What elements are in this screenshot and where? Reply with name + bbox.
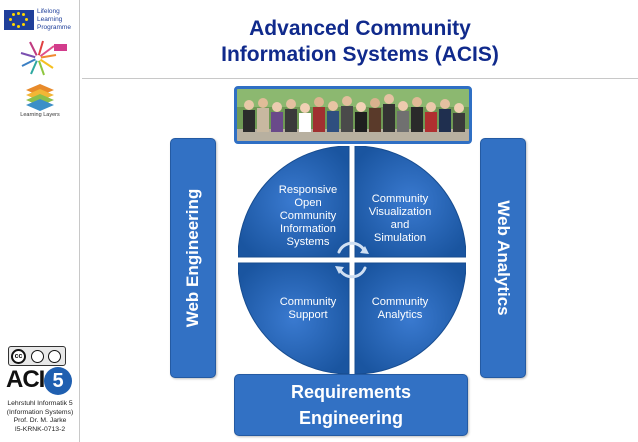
quadrant-label-responsive-open-systems: Responsive Open Community Information Sy… <box>268 184 348 249</box>
quadrant-top-right <box>354 146 466 258</box>
eu-flag-icon <box>4 10 34 30</box>
slide-title: Advanced Community Information Systems (… <box>82 16 638 68</box>
quadrant-label-line: Information <box>280 223 336 235</box>
quadrant-label-line: Visualization <box>368 206 432 218</box>
requirements-engineering-label: Requirements Engineering <box>235 379 467 431</box>
team-photo <box>234 86 472 144</box>
quadrant-label-line: and <box>390 219 410 231</box>
chair-info: Lehrstuhl Informatik 5 (Information Syst… <box>2 400 78 434</box>
quadrant-label-line: Simulation <box>373 232 427 244</box>
quadrant-label-line: Community <box>279 296 337 308</box>
share-alike-icon <box>48 350 61 363</box>
title-divider <box>82 78 638 79</box>
quadrant-label-line: Community <box>279 210 337 222</box>
acis-logo-circle: 5 <box>44 367 72 395</box>
role-logo-icon <box>20 40 67 76</box>
chair-line: Prof. Dr. M. Jarke <box>13 417 67 424</box>
web-analytics-label: Web Analytics <box>494 200 513 316</box>
lifelong-learning-programme-logo: Lifelong Learning Programme <box>4 8 76 34</box>
sidebar: Lifelong Learning Programme Learning Lay… <box>0 0 80 442</box>
quadrant-label-line: Support <box>288 309 328 321</box>
quadrant-bottom-left <box>238 262 350 374</box>
creative-commons-license-badge[interactable]: cc <box>8 346 66 366</box>
web-engineering-label: Web Engineering <box>183 188 202 328</box>
requirements-engineering-pillar: Requirements Engineering <box>234 374 468 436</box>
quadrant-top-left <box>238 146 350 258</box>
web-engineering-pillar: Web Engineering <box>170 138 216 378</box>
chair-line: (Information Systems) <box>6 408 74 416</box>
quadrant-label-line: Community <box>371 296 429 308</box>
quadrant-bottom-right <box>354 262 466 374</box>
chair-line: I5-KRNK-0713-2 <box>14 425 66 433</box>
cc-icon: cc <box>11 349 26 364</box>
chair-line: Lehrstuhl Informatik 5 <box>7 400 73 407</box>
quadrant-label-line: Responsive <box>278 184 338 196</box>
quadrant-label-visualization-simulation: Community Visualization and Simulation <box>358 193 442 245</box>
requirements-engineering-line: Requirements <box>290 382 412 402</box>
acis-logo: ACI 5 <box>4 366 76 396</box>
quadrant-label-community-analytics: Community Analytics <box>358 296 442 322</box>
eu-text-line: Lifelong <box>37 8 60 15</box>
learning-layers-logo: Learning Layers <box>4 82 76 120</box>
eu-text-line: Programme <box>37 24 71 31</box>
acis-research-cycle: Responsive Open Community Information Sy… <box>238 146 466 374</box>
learning-layers-label: Learning Layers <box>20 112 60 118</box>
quadrant-label-line: Community <box>371 193 429 205</box>
eu-programme-text: Lifelong Learning Programme <box>37 8 77 32</box>
quadrant-label-community-support: Community Support <box>268 296 348 322</box>
quadrant-label-line: Systems <box>286 236 330 248</box>
by-attribution-icon <box>31 350 44 363</box>
web-analytics-pillar: Web Analytics <box>480 138 526 378</box>
eu-text-line: Learning <box>37 16 63 23</box>
acis-logo-text: ACI <box>6 366 45 393</box>
quadrant-label-line: Open <box>294 197 322 209</box>
cycle-arrowhead <box>360 246 369 254</box>
quadrant-label-line: Analytics <box>377 309 423 321</box>
cycle-quadrants <box>238 146 466 374</box>
requirements-engineering-line: Engineering <box>298 408 403 428</box>
team-photo-image <box>237 89 469 141</box>
learning-layers-icon <box>26 84 54 111</box>
cycle-arrowhead <box>335 266 344 274</box>
slide-title-line: Information Systems (ACIS) <box>221 43 499 66</box>
slide-title-line: Advanced Community <box>249 17 471 40</box>
